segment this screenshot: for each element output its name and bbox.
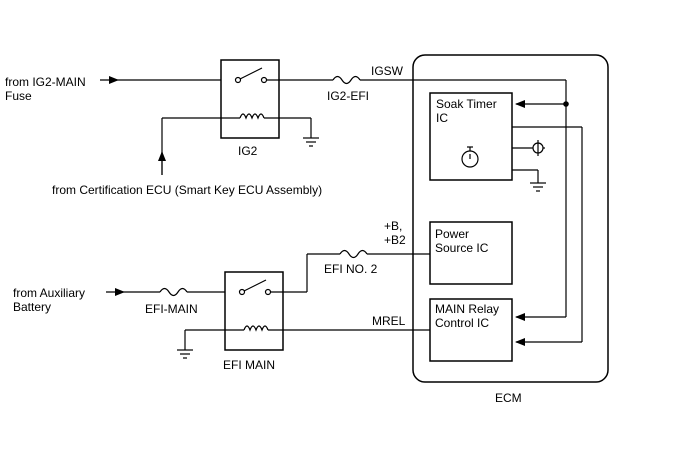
- efi-main-relay-label: EFI MAIN: [223, 358, 275, 372]
- ig2-efi-fuse-label: IG2-EFI: [327, 89, 369, 103]
- fuse-icon: [159, 287, 188, 297]
- ig2-main-source: from IG2-MAIN Fuse: [5, 75, 119, 103]
- aux-battery-label-line2: Battery: [13, 300, 51, 314]
- ig2-relay: IG2: [220, 59, 280, 158]
- power-source-box: [429, 221, 513, 285]
- relay-coil-icon: [243, 325, 269, 332]
- soak-timer-label-line2: IC: [436, 111, 448, 125]
- fuse-icon: [339, 249, 368, 259]
- efi-no2-fuse-label: EFI NO. 2: [324, 262, 378, 276]
- b-plus-label-line2: +B2: [384, 233, 406, 247]
- power-source-ic: Power Source IC: [429, 221, 513, 285]
- ecm-label: ECM: [495, 391, 522, 405]
- efi-main-relay: EFI MAIN: [223, 271, 284, 372]
- mrel-label: MREL: [372, 314, 406, 328]
- aux-battery-source: from Auxiliary Battery: [13, 286, 125, 314]
- main-relay-box: [429, 298, 513, 362]
- certification-ecu-label: from Certification ECU (Smart Key ECU As…: [52, 183, 322, 197]
- power-terminal-icon: [512, 140, 545, 156]
- fuse-icon: [332, 75, 361, 85]
- main-relay-label-line2: Control IC: [435, 316, 489, 330]
- efi-main-fuse-label: EFI-MAIN: [145, 302, 198, 316]
- ig2-main-source-label-line1: from IG2-MAIN: [5, 75, 86, 89]
- ig2-relay-box: [220, 59, 280, 139]
- efi-main-relay-box: [224, 271, 284, 351]
- relay-switch-icon: [238, 279, 272, 296]
- power-source-label-line1: Power: [435, 227, 469, 241]
- ground-icon: [177, 330, 193, 359]
- b-plus-label-line1: +B,: [384, 219, 402, 233]
- stopwatch-icon: [461, 146, 479, 168]
- power-source-label-line2: Source IC: [435, 241, 489, 255]
- soak-timer-label-line1: Soak Timer: [436, 97, 497, 111]
- aux-battery-label-line1: from Auxiliary: [13, 286, 85, 300]
- soak-timer-ic: Soak Timer IC: [429, 92, 513, 181]
- main-relay-control-ic: MAIN Relay Control IC: [429, 298, 513, 362]
- ig2-main-source-label-line2: Fuse: [5, 89, 32, 103]
- relay-coil-icon: [239, 113, 265, 120]
- main-relay-label-line1: MAIN Relay: [435, 302, 499, 316]
- igsw-label: IGSW: [371, 64, 404, 78]
- ig2-relay-label: IG2: [238, 144, 258, 158]
- ground-icon: [530, 170, 546, 192]
- ground-icon: [303, 118, 319, 147]
